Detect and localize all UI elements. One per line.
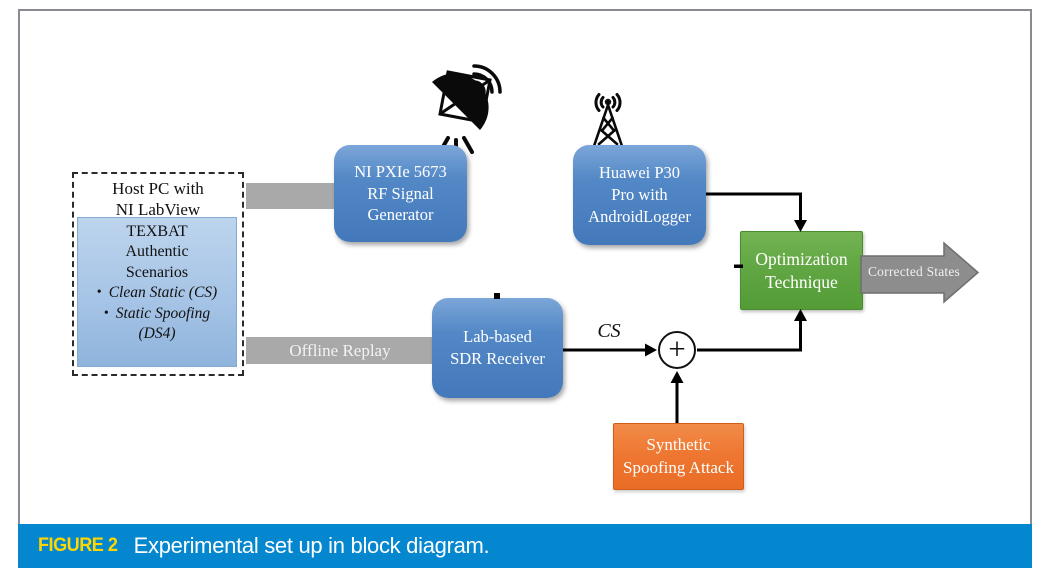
texbat-bullet-item-1: • Clean Static (CS) [78,283,236,303]
texbat-line3: Scenarios [125,263,189,281]
sdr-receiver-box: Lab-based SDR Receiver [432,298,563,398]
host-pc-line2: NI LabView [115,200,201,220]
texbat-bullet-item-2: • Static Spoofing [78,304,236,324]
radio-tower-icon [591,93,625,151]
host-pc-line1: Host PC with [112,179,204,198]
texbat-scenarios-box: TEXBAT Authentic Scenarios • Clean Stati… [77,217,237,367]
figure-number-label: FIGURE 2 [38,535,118,556]
offline-replay-label: Offline Replay [289,340,391,360]
plus-summing-icon: + [668,331,686,366]
figure-caption-bar: FIGURE 2 Experimental set up in block di… [18,524,1032,568]
spoofing-attack-box: Synthetic Spoofing Attack [613,423,744,490]
cs-signal-label: CS [597,320,621,342]
satellite-dish-icon [432,64,502,156]
huawei-phone-box: Huawei P30 Pro with AndroidLogger [573,145,706,245]
figure-caption-text: Experimental set up in block diagram. [133,533,490,558]
bullet-icon: • [96,285,102,301]
corrected-states-label: Corrected States [867,264,961,279]
connector-offline-replay: Offline Replay [246,337,434,364]
texbat-line2: Authentic [125,243,189,261]
summing-junction: + [658,331,696,369]
bullet-icon: • [103,305,109,321]
texbat-line1: TEXBAT [126,223,188,240]
texbat-bullet-item-2-cont: (DS4) [138,325,176,342]
figure-frame [18,9,1032,526]
rf-signal-generator-box: NI PXIe 5673 RF Signal Generator [334,145,467,242]
optimization-technique-box: Optimization Technique [740,231,863,310]
connector-hostpc-to-generator [246,183,336,209]
